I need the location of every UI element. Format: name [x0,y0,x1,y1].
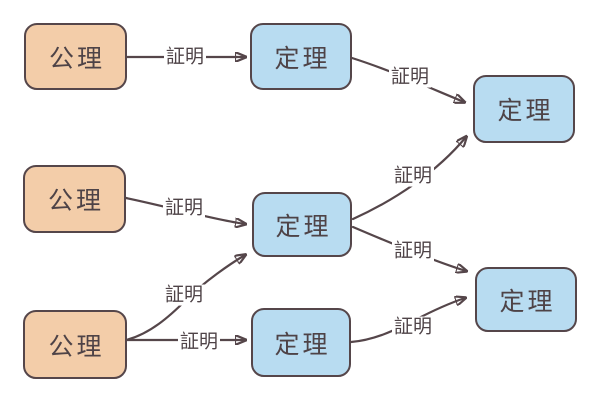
node-label: 定理 [275,211,332,241]
node-label: 公理 [48,331,105,361]
node-theorem-2: 定理 [473,75,575,143]
node-axiom-2: 公理 [23,165,126,233]
node-theorem-5: 定理 [475,267,577,332]
node-label: 公理 [47,186,104,215]
node-label: 定理 [274,43,331,73]
edge-label-proof: 証明 [391,315,435,338]
edge-label-proof: 証明 [391,164,435,187]
node-axiom-1: 公理 [24,23,127,90]
node-theorem-1: 定理 [250,23,352,90]
edge-label-proof: 証明 [162,196,206,219]
edge-label-proof: 証明 [388,65,432,88]
node-label: 定理 [499,286,556,316]
node-label: 定理 [274,329,331,359]
node-label: 公理 [48,43,105,73]
node-axiom-3: 公理 [23,310,127,379]
edge-label-proof: 証明 [162,283,206,306]
node-theorem-3: 定理 [252,192,352,257]
edge-label-proof: 証明 [163,45,207,68]
node-theorem-4: 定理 [251,308,351,377]
edge-label-proof: 証明 [177,330,221,353]
node-label: 定理 [497,96,554,125]
edge-label-proof: 証明 [391,239,435,262]
